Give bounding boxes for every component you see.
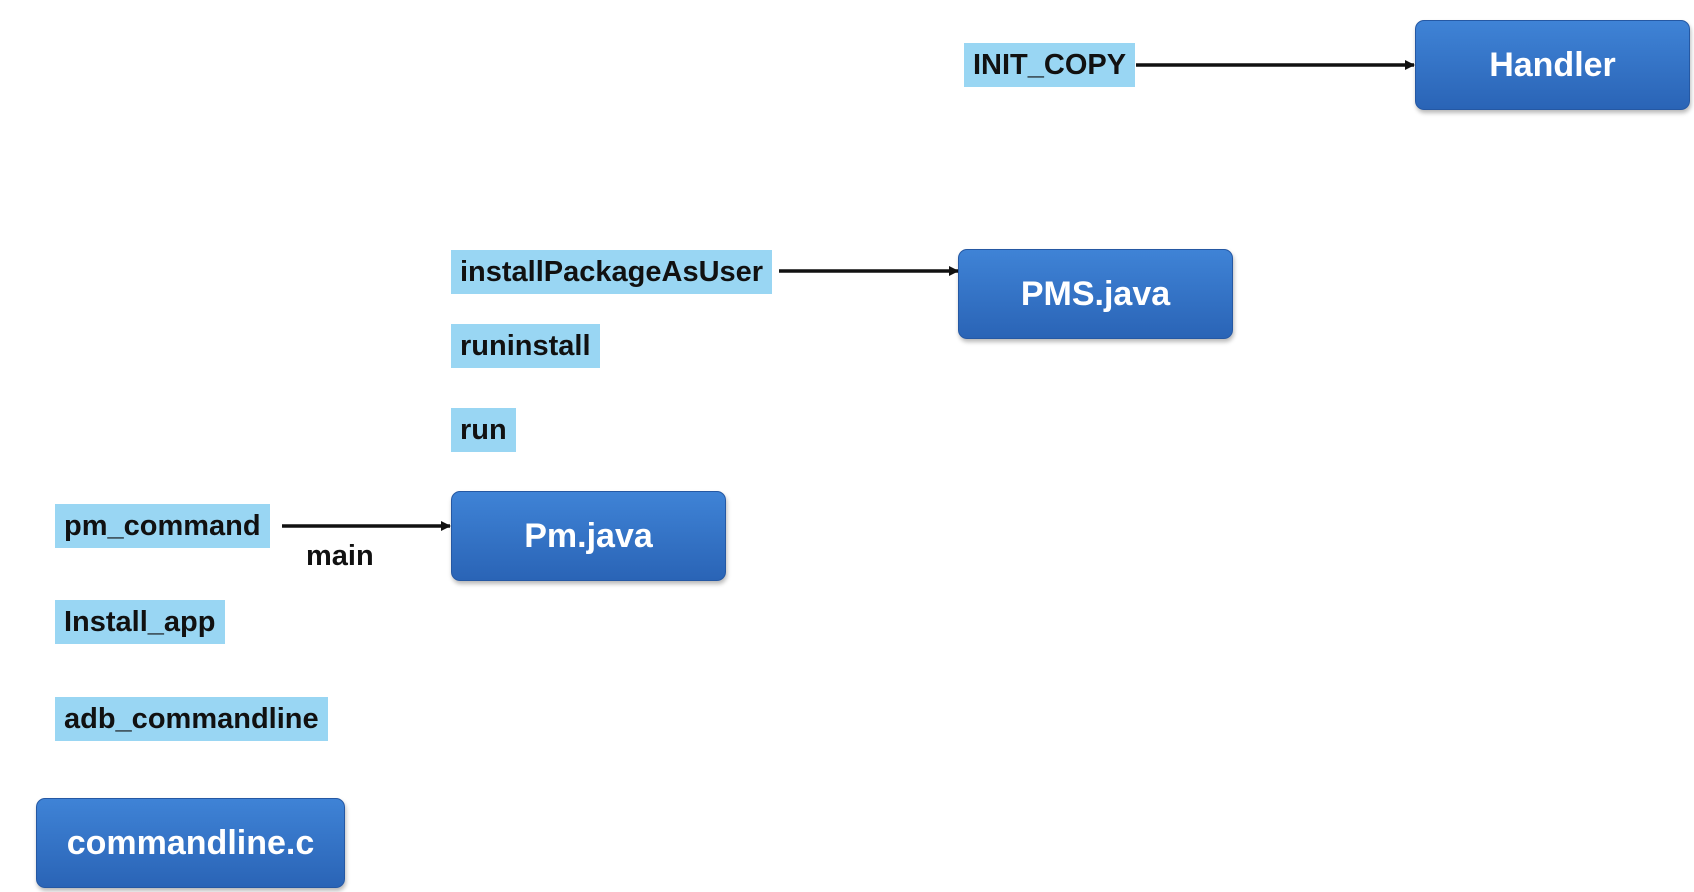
tag-runinstall: runinstall xyxy=(451,324,600,368)
node-commandline-c: commandline.c xyxy=(36,798,345,888)
node-pm-java: Pm.java xyxy=(451,491,726,581)
tag-run: run xyxy=(451,408,516,452)
edge-label-main: main xyxy=(306,540,374,572)
tag-pm-command: pm_command xyxy=(55,504,270,548)
tag-install-package-as-user: installPackageAsUser xyxy=(451,250,773,294)
tag-adb-commandline: adb_commandline xyxy=(55,697,328,741)
node-pms-java: PMS.java xyxy=(958,249,1233,339)
tag-install-app: Install_app xyxy=(55,600,225,644)
node-handler: Handler xyxy=(1415,20,1690,110)
tag-init-copy: INIT_COPY xyxy=(964,43,1136,87)
